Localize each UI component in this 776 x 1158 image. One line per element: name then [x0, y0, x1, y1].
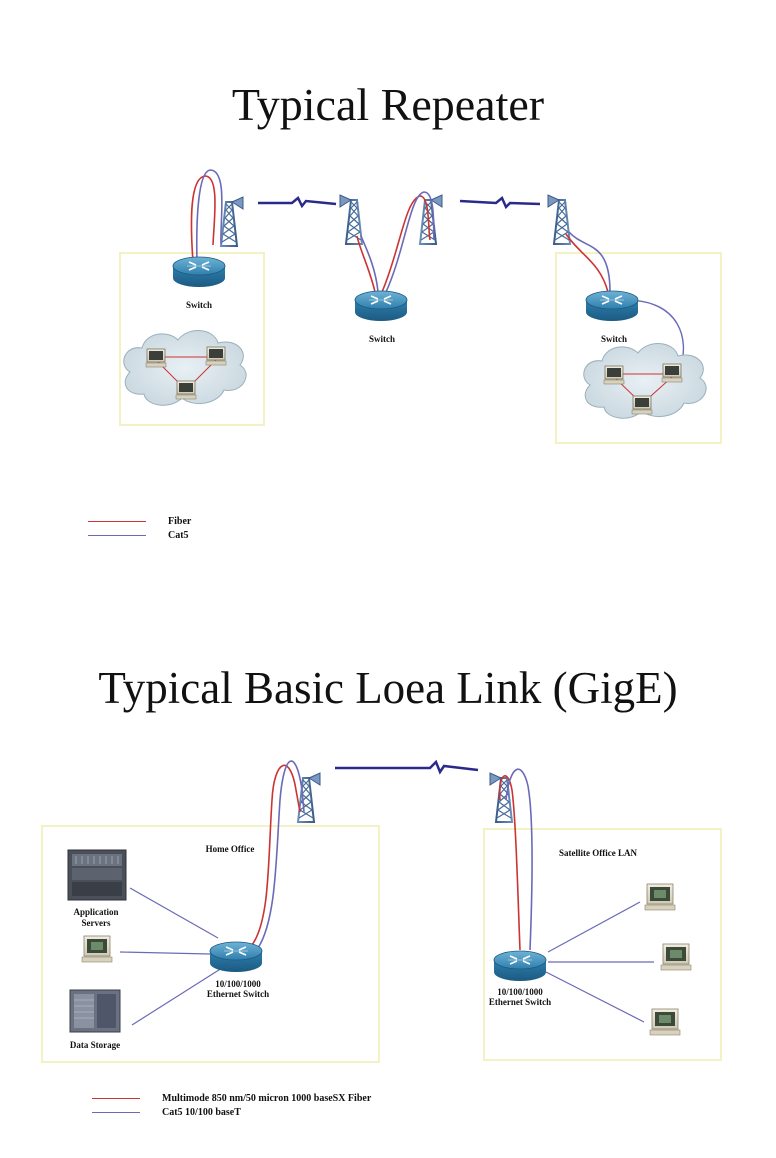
legend-item: Multimode 850 nm/50 micron 1000 baseSX F… [92, 1091, 371, 1105]
ethernet-switch-icon [210, 942, 262, 972]
desktop-pc-icon [661, 944, 691, 970]
switch-label: Switch [369, 334, 395, 344]
wireless-link-2 [460, 198, 540, 207]
ethernet-switch-label: Ethernet Switch [207, 989, 269, 999]
desktop-pc-icon [645, 884, 675, 910]
switch-icon [586, 291, 638, 321]
switch-icon [355, 291, 407, 321]
fiber-swatch [92, 1098, 140, 1099]
tower-icon [340, 195, 362, 244]
legend-label: Cat5 [168, 530, 189, 541]
application-servers-label: Application [73, 907, 118, 917]
switch-icon [173, 257, 225, 287]
switch-label: Switch [186, 300, 212, 310]
wireless-link-gige [335, 762, 478, 772]
legend-item: Cat5 10/100 baseT [92, 1105, 371, 1119]
legend-item: Cat5 [88, 528, 191, 542]
cat5-cable [361, 236, 378, 292]
data-storage-icon [70, 990, 120, 1032]
cat5-swatch [88, 535, 146, 536]
legend-label: Fiber [168, 516, 191, 527]
fiber-cable [191, 176, 215, 262]
server-rack-icon [68, 850, 126, 900]
legend-label: Cat5 10/100 baseT [162, 1107, 241, 1118]
switch-label: Switch [601, 334, 627, 344]
data-storage-label: Data Storage [70, 1040, 120, 1050]
legend-item: Fiber [88, 514, 191, 528]
legend-bottom: Multimode 850 nm/50 micron 1000 baseSX F… [92, 1091, 371, 1119]
tower-icon [298, 773, 320, 822]
fiber-swatch [88, 521, 146, 522]
home-office-label: Home Office [206, 844, 255, 854]
legend-top: Fiber Cat5 [88, 514, 191, 542]
application-servers-label: Servers [82, 918, 111, 928]
tower-icon [548, 195, 570, 244]
wireless-link-1 [258, 198, 336, 206]
satellite-office-label: Satellite Office LAN [559, 848, 637, 858]
ethernet-switch-label: 10/100/1000 [497, 987, 543, 997]
legend-label: Multimode 850 nm/50 micron 1000 baseSX F… [162, 1093, 371, 1104]
cat5-swatch [92, 1112, 140, 1113]
desktop-pc-icon [82, 936, 112, 962]
cat5-cable [197, 170, 222, 262]
ethernet-switch-icon [494, 951, 546, 981]
desktop-pc-icon [650, 1009, 680, 1035]
tower-icon [221, 197, 243, 246]
ethernet-switch-label: Ethernet Switch [489, 997, 551, 1007]
ethernet-switch-label: 10/100/1000 [215, 979, 261, 989]
